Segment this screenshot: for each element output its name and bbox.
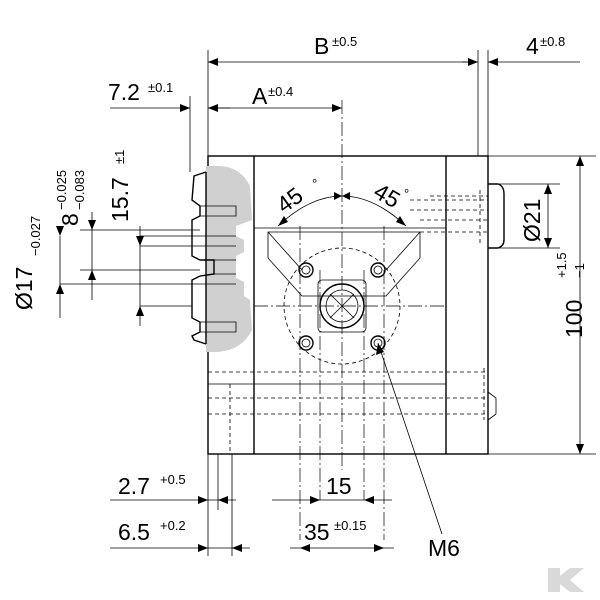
dim-15-7-label: 15.7 xyxy=(107,177,133,222)
drive-shaft xyxy=(60,166,252,352)
dim-d17-label: Ø17 xyxy=(11,267,37,310)
dimension-lines xyxy=(56,50,596,556)
dim-4-label: 4 xyxy=(526,33,539,59)
bolt-hole xyxy=(298,262,314,278)
dim-15-7-tol: ±1 xyxy=(112,150,127,164)
dim-B-label: B xyxy=(314,33,329,59)
dim-35-label: 35 xyxy=(304,519,330,545)
dim-4-tol: ±0.8 xyxy=(540,34,565,49)
angle-left-label: 45 xyxy=(272,182,308,218)
dim-7-tol: ±0.1 xyxy=(148,80,173,95)
bolt-hole xyxy=(370,262,386,278)
bolt-hole xyxy=(298,335,314,351)
dim-8-tol-lower: −0.083 xyxy=(72,170,87,210)
dim-A-tol: ±0.4 xyxy=(268,84,293,99)
thread-m6-label: M6 xyxy=(428,535,460,561)
dim-7-label: 7.2 xyxy=(108,79,140,105)
dimension-labels: B ±0.5 4 ±0.8 7.2 ±0.1 A ±0.4 Ø17 −0.027… xyxy=(11,33,587,561)
dim-B-tol: ±0.5 xyxy=(332,34,357,49)
angle-right-unit: ° xyxy=(404,186,409,201)
dim-A-label: A xyxy=(252,83,268,109)
mounting-flange xyxy=(254,227,446,297)
dim-100-tol-lower: −1 xyxy=(572,263,587,278)
dim-2-7-tol: +0.5 xyxy=(160,472,186,487)
dim-2-7-label: 2.7 xyxy=(118,473,150,499)
dim-6-5-tol: +0.2 xyxy=(160,518,186,533)
pump-body xyxy=(207,155,505,455)
dim-100-tol-upper: +1.5 xyxy=(554,252,569,278)
angle-right-label: 45 xyxy=(370,178,405,213)
dim-35-tol: ±0.15 xyxy=(334,518,366,533)
dim-8-tol-upper: −0.025 xyxy=(54,170,69,210)
center-lines xyxy=(254,100,446,540)
angle-left-unit: ° xyxy=(312,176,317,191)
dim-d17-tol: −0.027 xyxy=(28,216,43,256)
angle-arcs xyxy=(277,192,407,227)
kramp-logo-icon xyxy=(548,568,584,592)
dim-100-label: 100 xyxy=(561,300,587,338)
dim-6-5-label: 6.5 xyxy=(118,519,150,545)
dim-d21-label: Ø21 xyxy=(519,199,545,242)
dim-15-label: 15 xyxy=(326,473,352,499)
dim-8-label: 8 xyxy=(57,213,83,226)
